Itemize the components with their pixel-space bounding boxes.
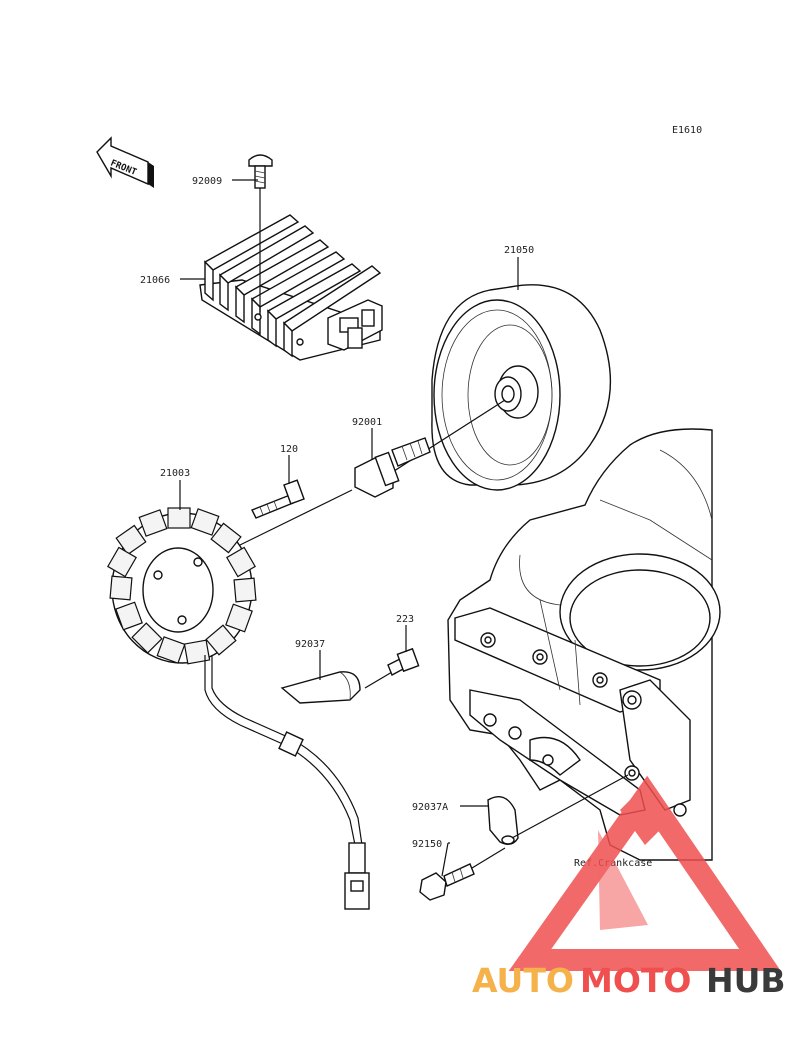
clamp-bolt (419, 847, 506, 901)
stator-bolt (239, 479, 353, 546)
front-arrow-icon: FRONT (96, 136, 154, 188)
watermark-moto: MOTO (580, 961, 691, 1000)
label-92150: 92150 (412, 839, 442, 850)
label-21066: 21066 (140, 275, 170, 286)
label-92037: 92037 (295, 639, 325, 650)
diagram-code: E1610 (672, 125, 702, 136)
label-223: 223 (396, 614, 414, 625)
crankcase-housing (447, 428, 721, 861)
wire-clamp (487, 774, 629, 845)
stator-coil (107, 507, 257, 665)
regulator-screw (248, 154, 273, 312)
wire-plate (280, 671, 361, 704)
stator-wire-harness (204, 655, 370, 910)
watermark-hub: HUB (706, 961, 786, 1000)
leader-lines (179, 179, 519, 877)
automotohub-watermark: AUTO MOTO HUB (472, 775, 786, 1000)
watermark-triangle-logo (508, 775, 781, 971)
label-92001: 92001 (352, 417, 382, 428)
flywheel-rotor (431, 284, 612, 491)
watermark-auto: AUTO (472, 961, 574, 1000)
plate-bolt (364, 647, 420, 689)
label-21050: 21050 (504, 245, 534, 256)
label-120: 120 (280, 444, 298, 455)
label-92009: 92009 (192, 176, 222, 187)
flywheel-bolt (354, 399, 506, 498)
regulator-rectifier (199, 214, 383, 361)
label-21003: 21003 (160, 468, 190, 479)
label-92037A: 92037A (412, 802, 448, 813)
